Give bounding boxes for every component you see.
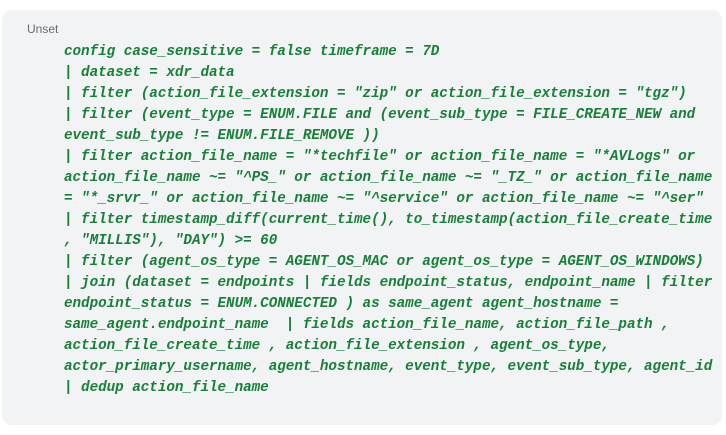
code-line: event_sub_type != ENUM.FILE_REMOVE )) [64,128,380,144]
code-content[interactable]: config case_sensitive = false timeframe … [64,42,712,399]
code-line: | filter action_file_name = "*techfile" … [64,149,696,165]
code-line: | filter (event_type = ENUM.FILE and (ev… [64,107,696,123]
code-line: | dataset = xdr_data [64,65,235,81]
code-line: action_file_name ~= "^PS_" or action_fil… [64,170,713,186]
code-line: action_file_create_time , action_file_ex… [64,338,610,354]
language-label: Unset [27,22,59,36]
code-line: actor_primary_username, agent_hostname, … [64,359,713,375]
code-line: | filter (agent_os_type = AGENT_OS_MAC o… [64,254,704,270]
code-line: | join (dataset = endpoints | fields end… [64,275,713,291]
code-line: same_agent.endpoint_name | fields action… [64,317,670,333]
code-line: , "MILLIS"), "DAY") >= 60 [64,233,278,249]
code-line: | dedup action_file_name [64,380,269,396]
code-line: endpoint_status = ENUM.CONNECTED ) as sa… [64,296,619,312]
code-line: | filter timestamp_diff(current_time(), … [64,212,713,228]
code-line: = "*_srvr_" or action_file_name ~= "^ser… [64,191,704,207]
code-line: config case_sensitive = false timeframe … [64,44,440,60]
code-line: | filter (action_file_extension = "zip" … [64,86,687,102]
code-block: Unset config case_sensitive = false time… [2,10,722,425]
